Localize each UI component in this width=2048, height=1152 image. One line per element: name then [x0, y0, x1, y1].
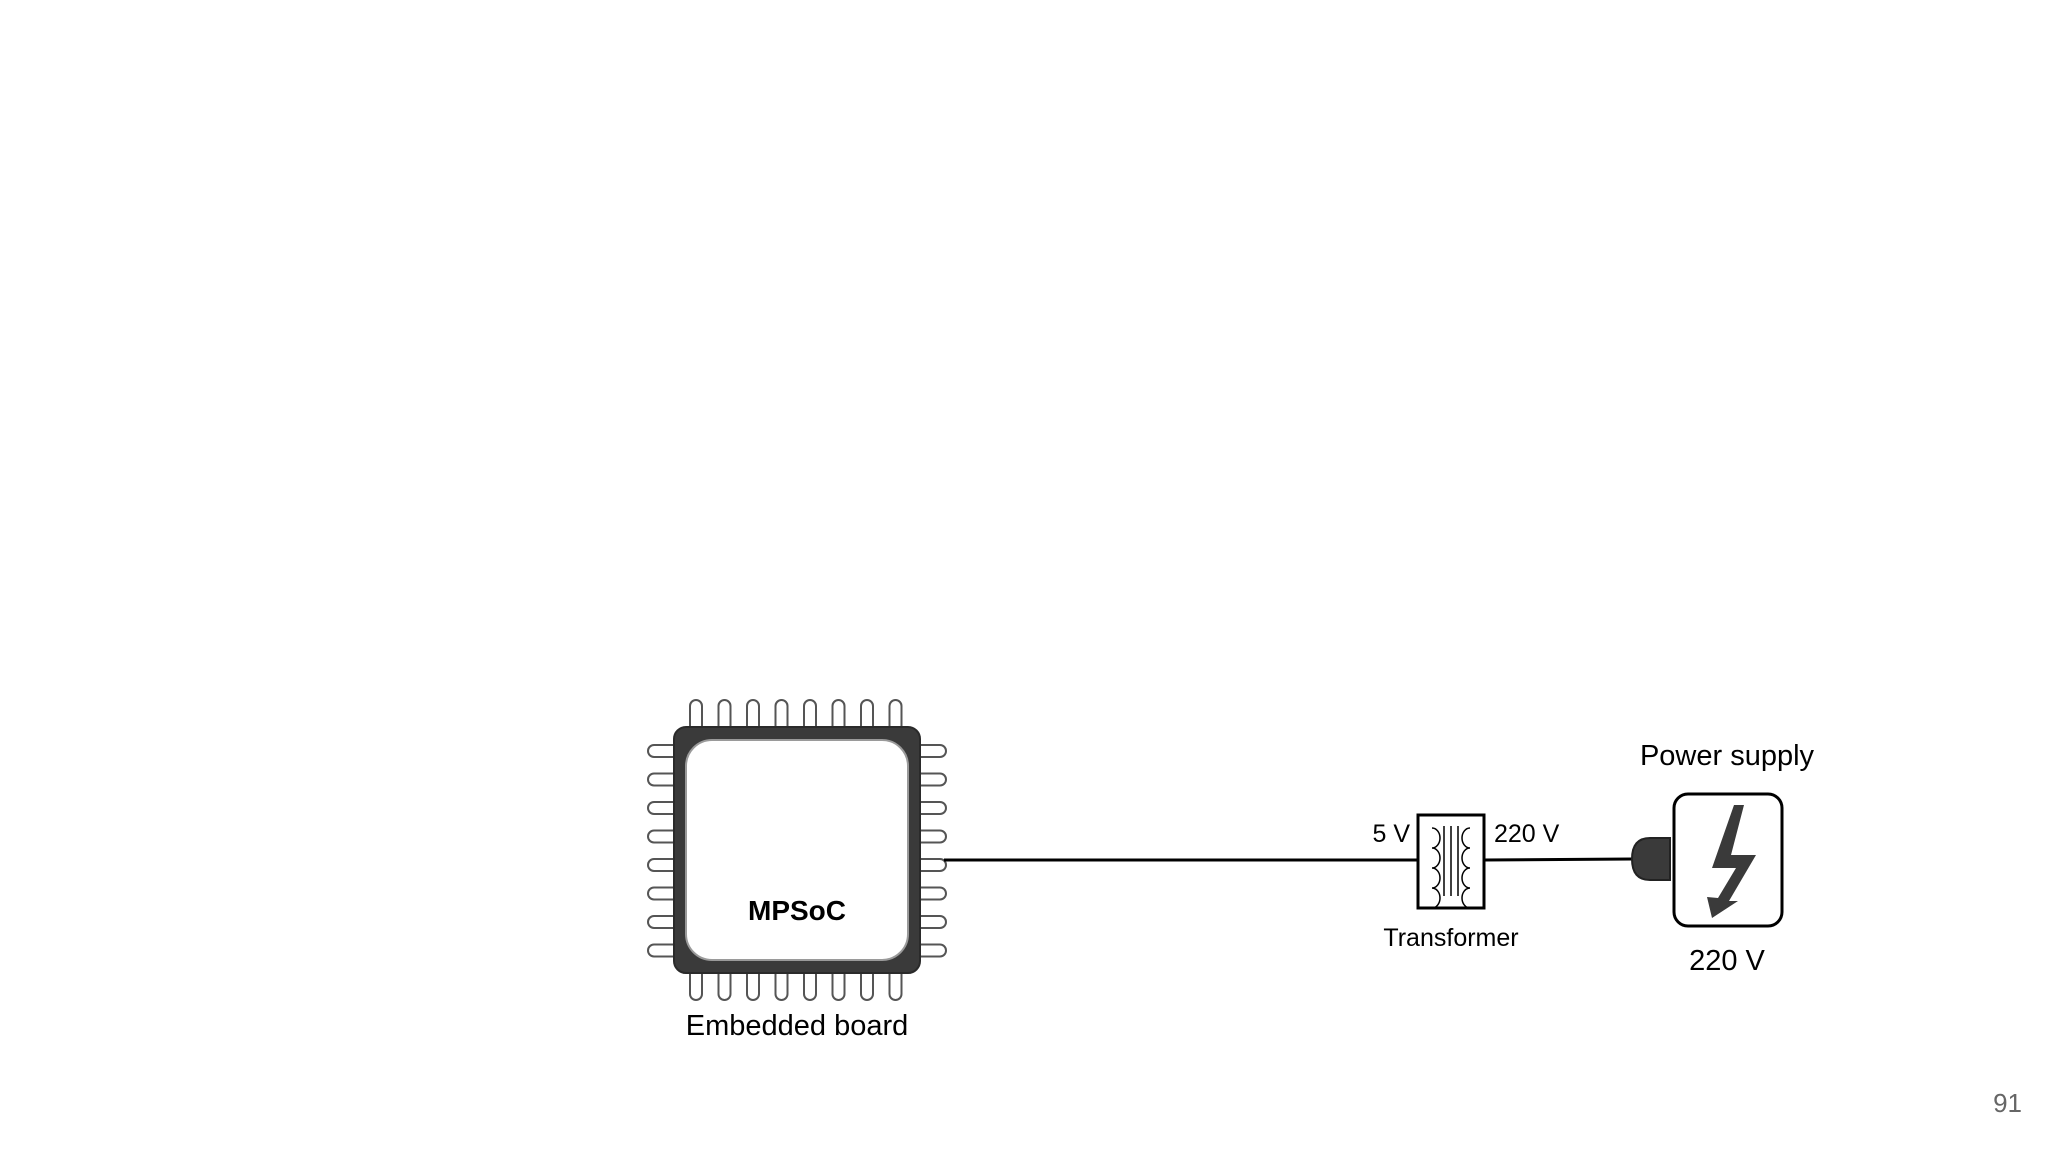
wire-transformer-to-plug	[1483, 857, 1633, 862]
transformer-caption: Transformer	[1383, 924, 1518, 952]
page-number: 91	[1993, 1088, 2022, 1118]
power-supply-title: Power supply	[1640, 740, 1815, 772]
power-supply-voltage: 220 V	[1689, 945, 1765, 977]
transformer-right-voltage: 220 V	[1494, 820, 1560, 848]
lightning-bolt-icon	[1707, 805, 1756, 918]
plug-icon	[1630, 837, 1671, 881]
chip-label: MPSoC	[748, 895, 846, 926]
transformer	[1416, 813, 1486, 910]
transformer-left-voltage: 5 V	[1372, 820, 1410, 848]
transformer-coil-icon	[1431, 826, 1471, 909]
chip-inner-die	[685, 739, 909, 961]
chip-caption: Embedded board	[686, 1010, 909, 1042]
chip: MPSoC	[647, 699, 947, 1001]
